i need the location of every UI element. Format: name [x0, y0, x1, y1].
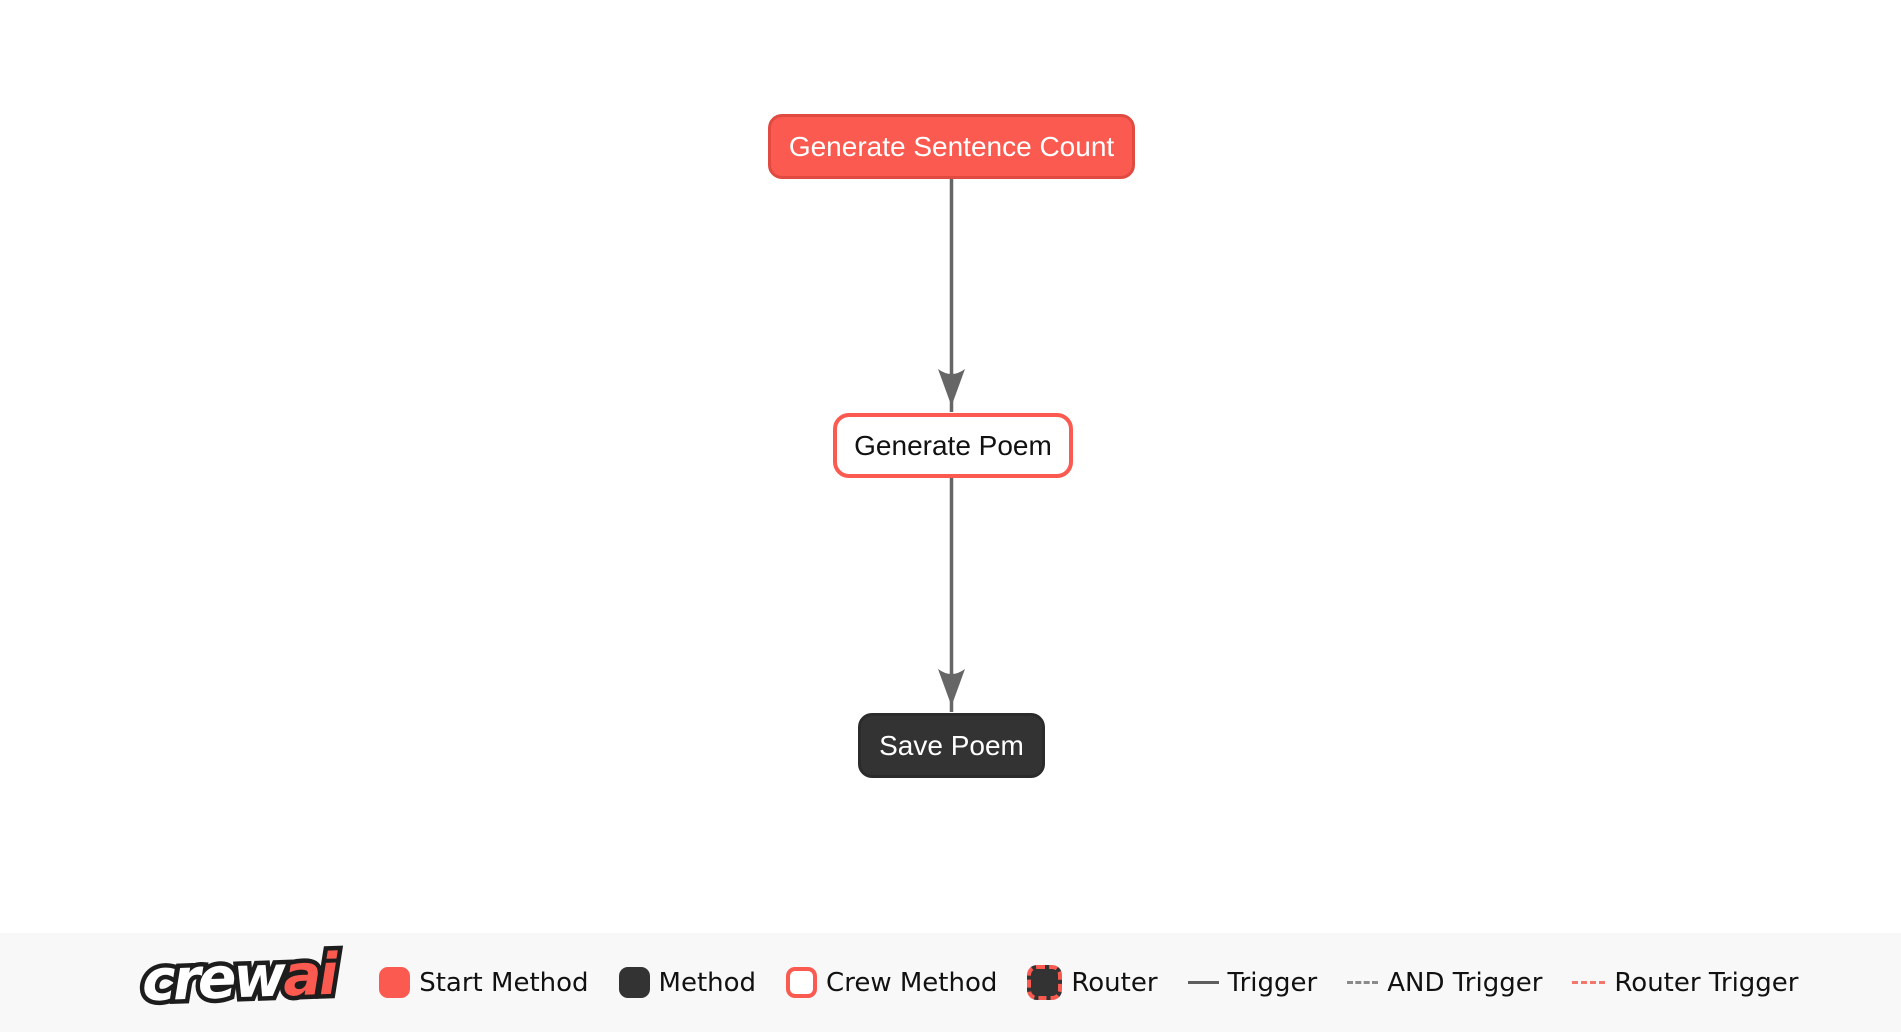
legend-item-start-method: Start Method — [379, 967, 589, 998]
legend-label: Trigger — [1227, 967, 1318, 998]
start-method-swatch-icon — [379, 967, 411, 998]
legend-label: Router Trigger — [1614, 967, 1799, 998]
flow-node-generate-poem[interactable]: Generate Poem — [833, 413, 1073, 478]
flow-canvas[interactable]: Generate Sentence Count Generate Poem Sa… — [0, 0, 1901, 933]
crew-method-swatch-icon — [786, 967, 818, 998]
legend-item-router-trigger: Router Trigger — [1572, 967, 1799, 998]
flow-node-save-poem[interactable]: Save Poem — [858, 713, 1045, 778]
router-trigger-line-icon — [1572, 981, 1606, 984]
trigger-line-icon — [1187, 981, 1219, 984]
legend-label: Crew Method — [826, 967, 998, 998]
legend-item-trigger: Trigger — [1187, 967, 1318, 998]
crewai-logo-ai: ai — [277, 937, 340, 1014]
legend-item-crew-method: Crew Method — [786, 967, 997, 998]
legend-bar: crewai Start Method Method Crew Method R… — [0, 933, 1901, 1032]
legend-item-and-trigger: AND Trigger — [1347, 968, 1542, 998]
flow-node-generate-sentence-count[interactable]: Generate Sentence Count — [768, 114, 1135, 179]
edge-trigger-2 — [938, 478, 965, 712]
legend-label: Router — [1071, 967, 1158, 998]
legend-label: AND Trigger — [1387, 967, 1543, 998]
and-trigger-line-icon — [1347, 981, 1379, 984]
arrowhead-icon — [938, 669, 965, 706]
crewai-logo-crew: crew — [136, 939, 288, 1019]
flow-edges — [938, 179, 965, 712]
legend-label: Start Method — [419, 967, 589, 998]
legend-item-method: Method — [618, 967, 757, 998]
crewai-logo: crewai — [136, 937, 342, 1019]
edge-trigger-1 — [938, 179, 965, 412]
method-swatch-icon — [618, 967, 650, 998]
router-swatch-icon — [1027, 965, 1063, 1000]
legend-label: Method — [658, 967, 757, 998]
arrowhead-icon — [938, 369, 965, 406]
legend-item-router: Router — [1027, 965, 1158, 1000]
